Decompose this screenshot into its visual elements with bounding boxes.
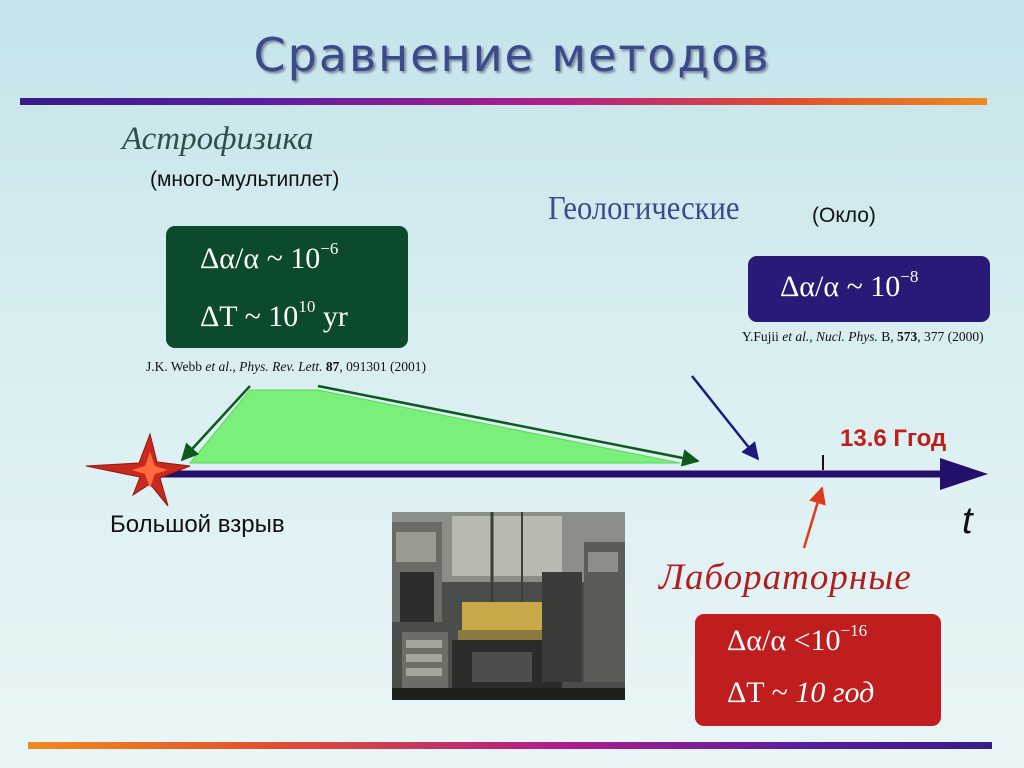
- geological-alpha-text: Δα/α ~ 10: [780, 270, 901, 303]
- top-divider: [20, 98, 987, 105]
- ref-webb-rest: , 091301 (2001): [339, 359, 427, 374]
- astrophysics-title: Астрофизика: [122, 121, 314, 157]
- bottom-divider: [28, 742, 992, 749]
- laboratory-photo-drawing: [392, 512, 625, 700]
- laboratory-box: Δα/α <10−16 ΔT ~ 10 год: [695, 614, 941, 726]
- geological-subtitle: (Окло): [812, 204, 876, 227]
- ref-fujii-volume: 573: [897, 329, 918, 344]
- laboratory-title: Лабораторные: [659, 557, 912, 598]
- ref-fujii-series: B,: [877, 329, 898, 344]
- ref-fujii-authors: Y.Fujii: [742, 329, 783, 344]
- geological-arrow: [691, 375, 760, 461]
- laboratory-alpha-exponent: −16: [840, 621, 868, 640]
- ref-webb-volume: 87: [325, 359, 340, 374]
- geological-alpha-line: Δα/α ~ 10−8: [780, 267, 919, 304]
- astrophysics-time-exponent: 10: [298, 297, 316, 316]
- astrophysics-arrow-left: [180, 385, 251, 462]
- ref-webb-authors: J.K. Webb: [146, 359, 206, 374]
- geological-title: Геологические: [548, 190, 740, 227]
- big-bang-label: Большой взрыв: [110, 511, 285, 538]
- time-axis-label: t: [962, 500, 973, 542]
- astrophysics-alpha-exponent: −6: [320, 239, 339, 258]
- time-axis-arrowhead: [940, 458, 988, 490]
- geological-alpha-exponent: −8: [900, 267, 919, 286]
- laboratory-time-text: ΔT ~: [727, 676, 796, 709]
- astrophysics-interval-region: [188, 389, 681, 464]
- ref-fujii-journal: et al., Nucl. Phys.: [782, 329, 878, 344]
- astrophysics-box: Δα/α ~ 10−6 ΔT ~ 1010 yr: [166, 226, 408, 348]
- astrophysics-alpha-line: Δα/α ~ 10−6: [200, 239, 339, 276]
- astrophysics-time-line: ΔT ~ 1010 yr: [200, 297, 348, 334]
- astrophysics-alpha-text: Δα/α ~ 10: [200, 242, 321, 275]
- laboratory-alpha-line: Δα/α <10−16: [727, 621, 868, 658]
- ref-fujii-rest: , 377 (2000): [917, 329, 984, 344]
- laboratory-time-value: 10 год: [795, 676, 875, 709]
- astrophysics-time-unit: yr: [315, 300, 348, 333]
- starburst-icon: [85, 432, 191, 507]
- geological-reference: Y.Fujii et al., Nucl. Phys. B, 573, 377 …: [742, 329, 984, 345]
- ref-webb-etal: et al: [205, 359, 230, 374]
- ref-webb-journal: Phys. Rev. Lett.: [239, 359, 323, 374]
- laboratory-time-line: ΔT ~ 10 год: [727, 676, 874, 710]
- astrophysics-reference: J.K. Webb et al., Phys. Rev. Lett. 87, 0…: [146, 359, 427, 374]
- present-age-label: 13.6 Ггод: [840, 425, 947, 452]
- astrophysics-arrow-right: [317, 384, 700, 467]
- astrophysics-subtitle: (много-мультиплет): [150, 168, 340, 191]
- slide-title: Сравнение методов: [253, 28, 771, 82]
- geological-box: Δα/α ~ 10−8: [748, 256, 990, 322]
- laboratory-arrow: [802, 486, 826, 549]
- laboratory-alpha-text: Δα/α <10: [727, 624, 841, 657]
- laboratory-equipment-photo: [392, 512, 625, 700]
- astrophysics-time-text: ΔT ~ 10: [200, 300, 299, 333]
